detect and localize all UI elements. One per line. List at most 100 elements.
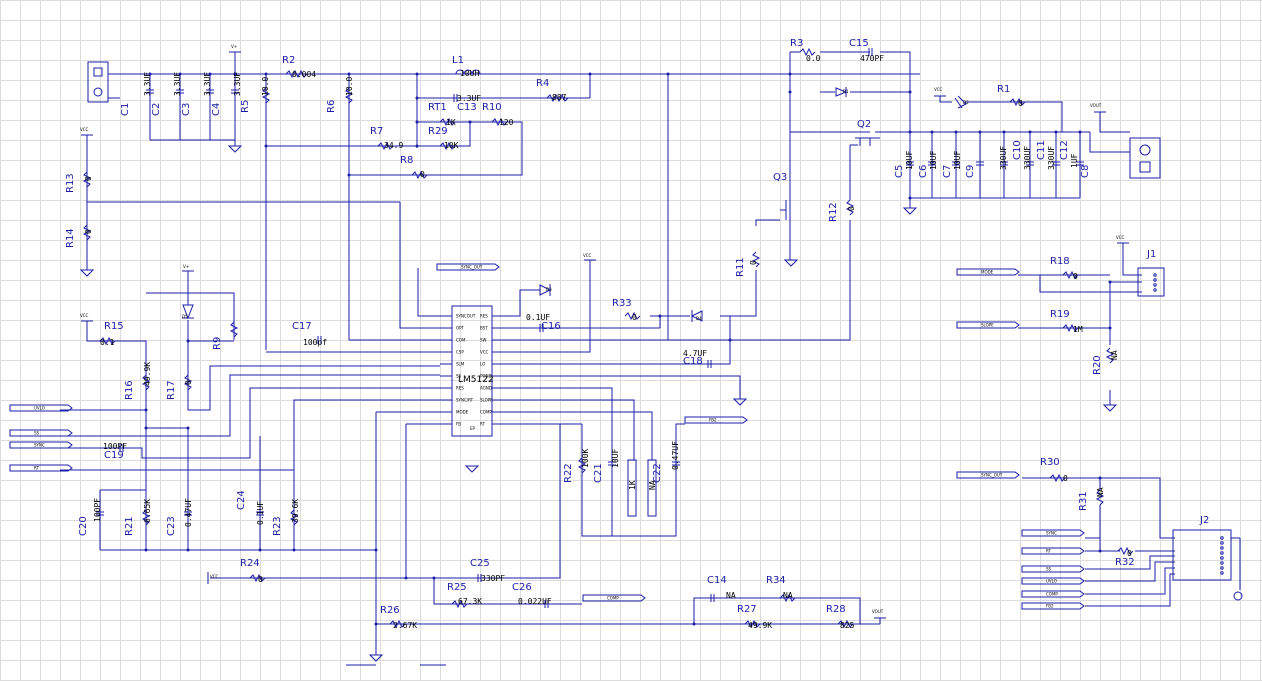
component-value: 1M bbox=[1073, 325, 1083, 334]
ref-c5: C5 bbox=[894, 165, 905, 178]
net-tag: COMP bbox=[1021, 590, 1085, 598]
inductor-symbol bbox=[455, 69, 481, 75]
net-tag-text: SLOPE bbox=[981, 323, 994, 328]
component-value: 10.0 bbox=[261, 77, 270, 96]
net-tag-shape bbox=[582, 594, 646, 602]
capacitors bbox=[96, 48, 1084, 608]
ref-c7: C7 bbox=[942, 165, 953, 178]
ref-c6: C6 bbox=[918, 165, 929, 178]
net-tag: SYNC_OUT bbox=[956, 471, 1020, 479]
component-value: 3.3UF bbox=[233, 72, 242, 96]
ic-pin-name: MODE bbox=[456, 410, 469, 415]
component-value: 0.1UF bbox=[256, 501, 265, 525]
ic-pin-name: RES bbox=[456, 386, 464, 391]
ref-r25: R25 bbox=[447, 582, 467, 593]
resistors bbox=[82, 47, 1134, 629]
ref-c26: C26 bbox=[512, 582, 532, 593]
component-value: 100PF bbox=[93, 498, 102, 522]
component-value: 10UF bbox=[929, 151, 938, 170]
ic-pin-name: OPT bbox=[456, 326, 465, 331]
ref-r12: R12 bbox=[828, 202, 839, 222]
component-value: 2.67K bbox=[393, 621, 417, 630]
j1-header[interactable] bbox=[1137, 267, 1165, 297]
component-value: 10UF bbox=[611, 449, 620, 468]
component-value: 100pf bbox=[303, 338, 327, 347]
component-value: 0 bbox=[84, 176, 93, 181]
component-value: 0 bbox=[847, 206, 856, 211]
diode-label: D5 bbox=[182, 314, 188, 319]
ref-c9: C9 bbox=[965, 165, 976, 178]
component-value: 6.65K bbox=[143, 499, 152, 523]
net-tag: RT bbox=[9, 464, 73, 472]
net-tag: UVLO bbox=[9, 404, 73, 412]
ref-r14: R14 bbox=[65, 228, 76, 248]
ref-r31: R31 bbox=[1078, 491, 1089, 511]
j2-header[interactable] bbox=[1172, 529, 1243, 601]
component-value: 470PF bbox=[860, 54, 884, 63]
net-tag-shape bbox=[1021, 590, 1085, 598]
component-value: 3.3UF bbox=[143, 72, 152, 96]
ref-c16: C16 bbox=[541, 321, 561, 332]
ic-pin-name: RES bbox=[480, 314, 488, 319]
power-label: VOUT bbox=[872, 609, 884, 614]
ref-r8: R8 bbox=[400, 155, 413, 166]
ref-r10: R10 bbox=[482, 102, 502, 113]
net-tag-text: COMP bbox=[1046, 592, 1058, 597]
ref-j1: J1 bbox=[1146, 249, 1156, 260]
component-value: 0 bbox=[632, 313, 637, 322]
net-tag: SS bbox=[1021, 565, 1085, 573]
net-tag-text: UVLO bbox=[1046, 579, 1057, 584]
component-value: 100PF bbox=[103, 442, 127, 451]
component-value: 330UF bbox=[999, 146, 1008, 170]
diode-label: D4 bbox=[696, 316, 702, 321]
ref-c22: C22 bbox=[652, 463, 663, 483]
net-tag: UVLO bbox=[1021, 577, 1085, 585]
ref-l1: L1 bbox=[452, 55, 464, 66]
component-value: 3.3UF bbox=[457, 94, 481, 103]
ref-j2: J2 bbox=[1199, 515, 1209, 526]
power-label: VCC bbox=[210, 574, 219, 579]
ref-r2: R2 bbox=[282, 55, 295, 66]
component-value: 10K bbox=[444, 141, 459, 150]
output-connector[interactable] bbox=[1129, 137, 1161, 179]
ic-pin-name: CSP bbox=[456, 350, 464, 355]
net-tag-shape bbox=[436, 263, 500, 271]
wires bbox=[60, 51, 1175, 655]
ref-c8: C8 bbox=[1080, 165, 1091, 178]
component-value: NA bbox=[783, 591, 793, 600]
component-value: 49.9K bbox=[748, 621, 772, 630]
component-value: 0 bbox=[258, 575, 263, 584]
ref-r34: R34 bbox=[766, 575, 786, 586]
ref-r16: R16 bbox=[124, 380, 135, 400]
net-tag-shape bbox=[1021, 547, 1085, 555]
ref-r4: R4 bbox=[536, 78, 549, 89]
ref-r24: R24 bbox=[240, 558, 260, 569]
net-tag: COMP bbox=[582, 594, 646, 602]
ic-pin-name: COM bbox=[456, 338, 466, 343]
net-tag: FB2 bbox=[1021, 602, 1085, 610]
component-value: 10.0 bbox=[345, 77, 354, 96]
input-connector[interactable] bbox=[87, 61, 109, 103]
ref-r32: R32 bbox=[1115, 557, 1135, 568]
net-tag-shape bbox=[956, 321, 1020, 329]
component-value: 0 bbox=[1127, 549, 1132, 558]
component-value: 0.47UF bbox=[671, 441, 680, 470]
ref-c1: C1 bbox=[120, 103, 131, 116]
ref-c11: C11 bbox=[1036, 140, 1047, 160]
ref-r3: R3 bbox=[790, 38, 803, 49]
diodes bbox=[182, 87, 967, 322]
component-value: 0.004 bbox=[292, 70, 316, 79]
component-value: 0 bbox=[749, 260, 758, 265]
ref-r17: R17 bbox=[166, 380, 177, 400]
ref-c21: C21 bbox=[593, 463, 604, 483]
ic-pin-name: RT bbox=[480, 422, 485, 427]
power-label: VCC bbox=[583, 253, 592, 258]
component-value: 0 bbox=[1063, 474, 1068, 483]
ic-pin-name: PGND bbox=[480, 374, 492, 379]
component-value: 1UF bbox=[1070, 153, 1079, 168]
component-value: 0 bbox=[1018, 99, 1023, 108]
power-label: VOUT bbox=[1090, 103, 1102, 108]
